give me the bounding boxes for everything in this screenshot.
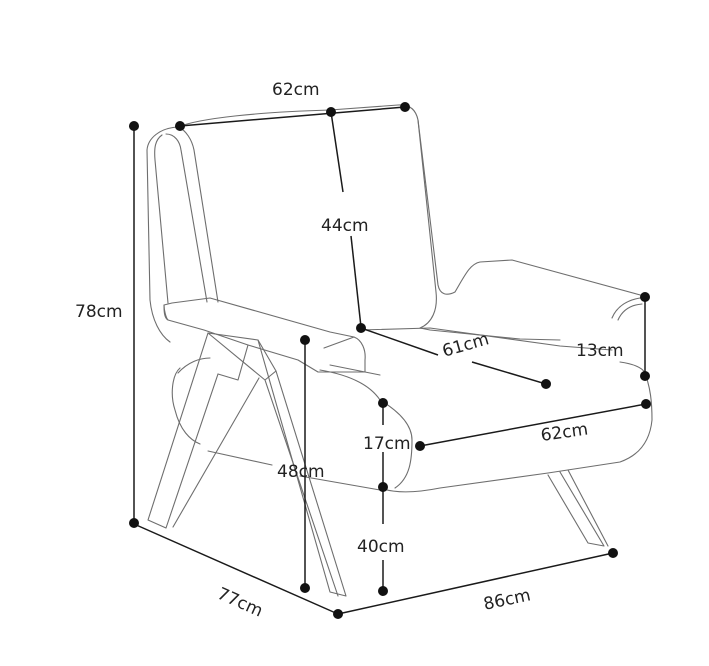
- label-overall-height: 78cm: [75, 302, 123, 322]
- overall-width-line: [337, 552, 614, 615]
- seat-width-line: [419, 403, 647, 447]
- backrest-width-line: [179, 106, 406, 127]
- chair-outline: [146, 104, 653, 597]
- label-seat-height: 40cm: [357, 537, 405, 557]
- overall-depth-line: [133, 523, 339, 615]
- dimension-lines: [133, 106, 647, 615]
- label-backrest-width: 62cm: [272, 80, 320, 100]
- dimension-dots: [129, 102, 651, 619]
- label-arm-height-above-seat: 13cm: [576, 341, 624, 361]
- label-backrest-height: 44cm: [321, 216, 369, 236]
- label-arm-height: 48cm: [277, 462, 325, 482]
- label-cushion-thickness: 17cm: [363, 434, 411, 454]
